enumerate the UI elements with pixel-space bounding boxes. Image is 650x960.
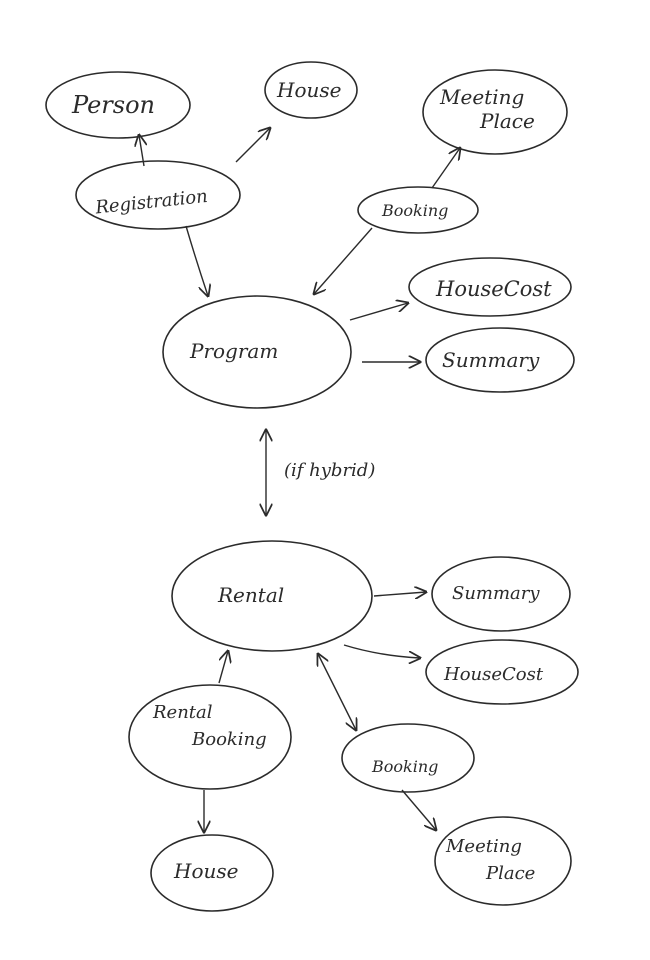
node-summary-top[interactable]: Summary [425,327,575,393]
edge-program-housecost [349,303,408,321]
node-label: Program [189,339,278,363]
node-label-line2: Place [479,109,535,133]
node-label: HouseCost [435,277,552,301]
node-shape [162,295,352,409]
node-label: Booking [381,201,448,220]
node-label-line2: Place [485,863,535,884]
node-registration[interactable]: Registration [75,160,241,230]
node-label: Summary [452,583,540,604]
node-shape [357,186,479,234]
node-label-line2: Booking [191,729,267,750]
edge-rental-summary [373,592,426,596]
edges [139,128,460,832]
edge-booking-meetingplace-bottom [401,789,436,830]
node-label: HouseCost [443,664,544,685]
node-label: House [276,78,341,102]
node-housecost-bottom[interactable]: HouseCost [425,639,579,705]
node-booking-top[interactable]: Booking [357,186,479,234]
node-shape [128,684,292,790]
edge-rentalbooking-rental [218,651,228,684]
node-label: Rental [217,583,284,607]
node-label: Registration [93,186,208,219]
node-shape [264,61,358,119]
edge-rental-housecost [343,644,420,658]
node-shape [431,556,571,632]
edge-registration-house [235,128,270,163]
edge-label-if-hybrid: (if hybrid) [284,460,375,481]
edge-booking-meetingplace [431,148,460,189]
node-shape [150,834,274,912]
node-meeting-place-bottom[interactable]: Meeting Place [434,816,572,906]
node-shape [171,540,373,652]
node-shape [425,327,575,393]
node-label: House [173,859,238,883]
node-rental[interactable]: Rental [171,540,373,652]
node-label: Person [71,91,155,119]
node-house-bottom[interactable]: House [150,834,274,912]
node-label-line1: Rental [152,702,213,723]
node-meeting-place-top[interactable]: Meeting Place [422,69,568,155]
node-shape [425,639,579,705]
edge-booking-program [314,227,373,294]
node-booking-bottom[interactable]: Booking [341,723,475,793]
node-shape [45,71,191,139]
node-program[interactable]: Program [162,295,352,409]
node-label: Booking [371,757,438,776]
edge-booking-rental [318,654,356,730]
node-label: Summary [442,348,540,372]
node-label-line1: Meeting [445,836,522,857]
node-shape [341,723,475,793]
node-summary-bottom[interactable]: Summary [431,556,571,632]
node-shape [408,257,572,317]
node-rental-booking[interactable]: Rental Booking [128,684,292,790]
node-housecost-top[interactable]: HouseCost [408,257,572,317]
node-person[interactable]: Person [45,71,191,139]
node-shape [75,160,241,230]
node-shape [434,816,572,906]
node-label-line1: Meeting [439,85,524,109]
node-house-top[interactable]: House [264,61,358,119]
node-shape [422,69,568,155]
edge-registration-program [185,225,208,296]
